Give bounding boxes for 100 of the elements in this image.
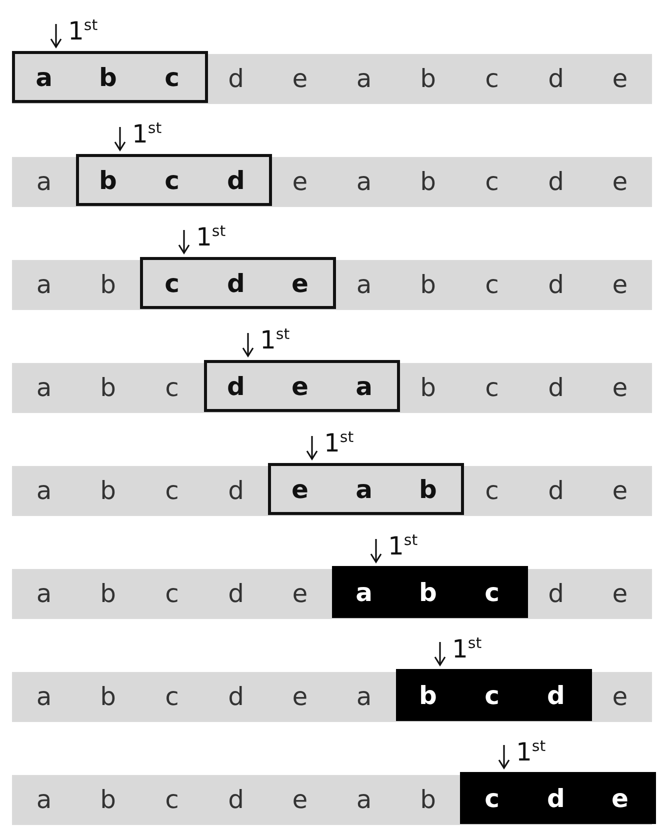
letter: e — [291, 784, 309, 816]
sequence-bar — [12, 260, 652, 310]
letter: c — [484, 475, 500, 507]
letter: d — [227, 681, 245, 713]
letter: c — [484, 680, 500, 712]
sequence-bar — [12, 157, 652, 207]
letter: b — [418, 577, 438, 609]
letter: e — [291, 578, 309, 610]
window-frame — [268, 463, 464, 515]
sequence-bar — [12, 672, 652, 722]
letter: a — [34, 62, 54, 94]
letter: c — [164, 681, 180, 713]
letter: b — [419, 784, 437, 816]
letter: b — [99, 784, 117, 816]
ordinal-label: 1$^{st}$ — [388, 530, 418, 562]
letter: d — [547, 166, 565, 198]
letter: a — [355, 784, 373, 816]
letter: a — [35, 372, 53, 404]
letter: b — [98, 165, 118, 197]
letter: b — [99, 681, 117, 713]
letter: e — [611, 578, 629, 610]
letter: b — [418, 680, 438, 712]
letter: c — [484, 577, 500, 609]
letter: b — [99, 475, 117, 507]
letter: e — [290, 474, 310, 506]
letter: c — [164, 268, 180, 300]
letter: a — [355, 63, 373, 95]
letter: b — [419, 269, 437, 301]
highlighted-window — [396, 669, 592, 721]
letter: d — [227, 578, 245, 610]
window-frame — [140, 257, 336, 309]
window-frame — [204, 360, 400, 412]
letter: a — [35, 578, 53, 610]
letter: b — [419, 166, 437, 198]
letter: a — [35, 269, 53, 301]
letter: d — [547, 63, 565, 95]
letter: b — [419, 372, 437, 404]
letter: b — [418, 474, 438, 506]
letter: c — [484, 166, 500, 198]
letter: e — [290, 268, 310, 300]
letter: e — [611, 372, 629, 404]
ordinal-label: 1$^{st}$ — [324, 427, 354, 458]
letter: e — [611, 166, 629, 198]
ordinal-label: 1$^{st}$ — [196, 221, 226, 252]
letter: c — [164, 165, 180, 197]
ordinal-label: 1$^{st}$ — [132, 118, 162, 150]
letter: c — [164, 475, 180, 507]
sequence-bar — [12, 54, 652, 104]
ordinal-label: 1$^{st}$ — [68, 15, 98, 46]
letter: a — [355, 681, 373, 713]
letter: d — [226, 371, 246, 403]
letter: b — [99, 269, 117, 301]
letter: a — [35, 681, 53, 713]
letter: d — [547, 578, 565, 610]
letter: c — [484, 269, 500, 301]
ordinal-label: 1$^{st}$ — [260, 324, 290, 356]
letter: e — [291, 166, 309, 198]
letter: d — [547, 475, 565, 507]
ordinal-label: 1$^{st}$ — [516, 736, 546, 768]
window-frame — [76, 154, 272, 206]
letter: c — [484, 372, 500, 404]
letter: d — [227, 63, 245, 95]
letter: e — [291, 63, 309, 95]
letter: d — [546, 680, 566, 712]
letter: d — [546, 783, 566, 815]
ordinal-label: 1$^{st}$ — [452, 633, 482, 664]
letter: c — [484, 63, 500, 95]
letter: d — [226, 165, 246, 197]
letter: e — [290, 371, 310, 403]
letter: d — [547, 372, 565, 404]
letter: b — [99, 578, 117, 610]
letter: e — [610, 783, 630, 815]
letter: e — [611, 63, 629, 95]
letter: c — [164, 578, 180, 610]
letter: d — [227, 475, 245, 507]
highlighted-window — [460, 772, 656, 824]
letter: a — [35, 784, 53, 816]
letter: a — [354, 577, 374, 609]
letter: e — [611, 269, 629, 301]
letter: c — [484, 783, 500, 815]
letter: b — [419, 63, 437, 95]
letter: b — [98, 62, 118, 94]
letter: a — [354, 474, 374, 506]
letter: c — [164, 62, 180, 94]
sequence-bar — [12, 466, 652, 516]
letter: c — [164, 372, 180, 404]
letter: a — [35, 166, 53, 198]
letter: a — [355, 166, 373, 198]
sequence-bar — [12, 363, 652, 413]
letter: e — [611, 681, 629, 713]
sequence-bar — [12, 569, 652, 619]
letter: e — [611, 475, 629, 507]
letter: d — [547, 269, 565, 301]
letter: e — [291, 681, 309, 713]
window-frame — [12, 51, 208, 103]
letter: d — [226, 268, 246, 300]
highlighted-window — [332, 566, 528, 618]
letter: a — [35, 475, 53, 507]
letter: a — [355, 269, 373, 301]
letter: c — [164, 784, 180, 816]
